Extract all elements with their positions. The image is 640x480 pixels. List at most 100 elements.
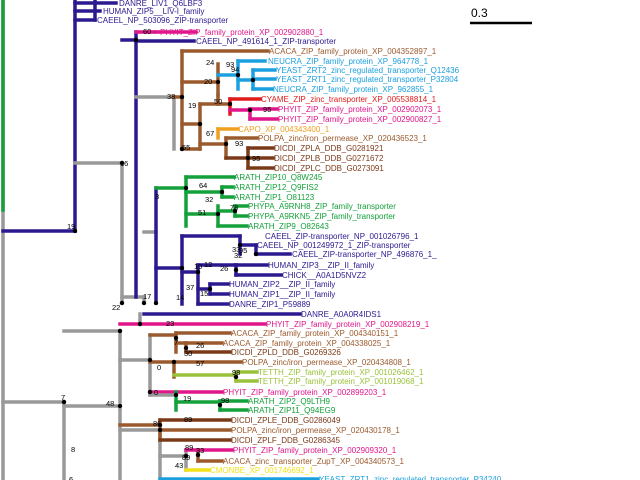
leaf-label: DICDI_ZPLD_DDB_G0269326 [231, 348, 341, 357]
support-value: 10 [194, 262, 202, 271]
leaf-label: PHYIT_ZIP_family_protein_XP_002909320_1 [233, 446, 397, 455]
node-marker [61, 399, 67, 405]
node-marker [232, 208, 238, 214]
node-marker [183, 345, 189, 351]
support-value: 33 [232, 245, 240, 254]
node-marker [247, 107, 253, 113]
support-value: 48 [106, 399, 114, 408]
node-marker [119, 300, 125, 306]
support-value: 12 [204, 260, 212, 269]
leaf-label: HUMAN_ZIP3__ZIP_II_family [268, 261, 374, 270]
support-value: 32 [205, 195, 213, 204]
leaf-label: ARATH_ZIP12_Q9FIS2 [234, 183, 319, 192]
node-marker [117, 328, 123, 334]
node-marker [173, 335, 179, 341]
leaf-label: YEAST_ZRT1_zinc_regulated_transporter_P3… [319, 475, 502, 480]
leaf-label: PHYIT_ZIP_family_protein_XP_002902073_1 [278, 105, 442, 114]
node-marker [215, 79, 221, 85]
support-value: 86 [153, 419, 161, 428]
leaf-label: CMONBE_XP_001746692_1 [210, 466, 314, 475]
leaf-label: ARATH_ZIP11_Q94EG9 [248, 406, 336, 415]
node-marker [137, 321, 143, 327]
leaf-label: POLPA_zinc/iron_permease_XP_020434808_1 [242, 358, 411, 367]
node-marker [157, 422, 163, 428]
support-value: 30 [184, 349, 192, 358]
leaf-label: HUMAN_ZIP2__ZIP_II_family [229, 280, 335, 289]
leaf-label: PHYPA_A9RNH8_ZIP_family_transporter [248, 202, 396, 211]
support-value: 22 [112, 303, 120, 312]
support-values: 6038162420939450951967935595643251783395… [61, 27, 271, 480]
leaf-label: DICDI_ZPLA_DDB_G0281921 [274, 144, 384, 153]
node-marker [72, 228, 78, 234]
node-marker [117, 403, 123, 409]
leaf-label: PHYIT_ZIP_family_protein_XP_002902880_1 [160, 28, 324, 37]
support-value: 60 [143, 27, 151, 36]
node-marker [179, 94, 185, 100]
support-value: 51 [198, 208, 206, 217]
node-marker [147, 357, 153, 363]
node-marker [195, 452, 201, 458]
support-value: 95 [252, 154, 260, 163]
leaf-label: PHYIT_ZIP_family_protein_XP_002899203_1 [223, 388, 387, 397]
support-value: 64 [199, 181, 207, 190]
node-marker [133, 37, 139, 43]
node-marker [233, 374, 239, 380]
scale-bar-label: 0.3 [471, 6, 488, 20]
leaf-label: CAEEL_ZIP-transporter_NP_001026796_1 [265, 232, 419, 241]
node-marker [171, 359, 177, 365]
support-value: 93 [235, 139, 243, 148]
node-marker [235, 72, 241, 78]
leaf-label: PHYIT_ZIP_family_protein_XP_002900827_1 [278, 115, 442, 124]
leaf-label: POLPA_zinc/iron_permease_XP_020436523_1 [258, 134, 427, 143]
support-value: 7 [61, 393, 65, 402]
leaf-label: PHYPA_A9RKN5_ZIP_family_transporter [248, 212, 396, 221]
leaf-label: CYAME_ZIP_zinc_transporter_XP_005538814_… [261, 95, 437, 104]
leaf-label: DICDI_ZPLB_DDB_G0271672 [274, 154, 384, 163]
support-value: 95 [263, 105, 271, 114]
node-marker [219, 189, 225, 195]
support-value: 98 [232, 368, 240, 377]
node-marker [183, 453, 189, 459]
support-value: 16 [120, 159, 128, 168]
support-value: 6 [69, 475, 73, 480]
node-marker [173, 392, 179, 398]
support-value: 14 [176, 293, 184, 302]
leaf-label: CAEEL_ZIP-transporter_NP_496876_1_ [292, 250, 437, 259]
leaf-label: CAEEL_NP_503096_ZIP-transporter [97, 16, 229, 25]
node-marker [141, 300, 147, 306]
support-value: 93 [226, 60, 234, 69]
leaf-label: NEUCRA_ZIP_family_protein_XP_962855_1 [273, 85, 434, 94]
support-value: 89 [182, 453, 190, 462]
support-value: 67 [206, 129, 214, 138]
leaf-label: ARATH_ZIP9_O82643 [248, 222, 329, 231]
leaf-label: DICDI_ZPLF_DDB_G0286345 [231, 436, 340, 445]
leaf-label: TETTH_ZIP_family_protein_XP_001019068_1 [258, 377, 424, 386]
leaf-label: ACACA_ZIP_family_protein_XP_004338025_1 [223, 339, 391, 348]
node-marker [179, 265, 185, 271]
node-marker [157, 427, 163, 433]
leaf-label: HUMAN_ZIP1__ZIP_II_family [229, 290, 335, 299]
leaf-label: ARATH_ZIP1_O81123 [234, 193, 315, 202]
leaf-label: YEAST_ZRT2_zinc_regulated_transporter_Q1… [276, 66, 460, 75]
node-marker [245, 155, 251, 161]
leaf-label: ACACA_zinc_transporter_ZupT_XP_004340573… [223, 457, 405, 466]
support-value: 15 [200, 289, 208, 298]
leaf-label: POLPA_zinc/iron_permease_XP_020430178_1 [231, 426, 400, 435]
support-value: 32 [234, 251, 242, 260]
support-value: 43 [175, 461, 183, 470]
support-value: 23 [166, 319, 174, 328]
leaf-label: CAEEL_NP_491614_1_ZIP-transporter [196, 37, 336, 46]
support-value: 0 [157, 363, 161, 372]
node-marker [233, 267, 239, 273]
node-marker [217, 402, 223, 408]
support-value: 55 [182, 143, 190, 152]
leaf-label: CAPO_XP_004343400_1 [238, 125, 330, 134]
support-value: 3 [155, 192, 159, 201]
leaf-label: DANRE_ZIP1_P59889 [229, 300, 311, 309]
leaf-label: DICDI_ZPLC_DDB_G0273091 [274, 164, 384, 173]
leaf-label: DANRE_LIV1_Q6LBF3 [119, 0, 203, 8]
support-value: 89 [184, 415, 192, 424]
leaf-label: ACACA_ZIP_family_protein_XP_004340151_1 [231, 329, 399, 338]
support-value: 37 [186, 283, 194, 292]
support-value: 50 [214, 97, 222, 106]
